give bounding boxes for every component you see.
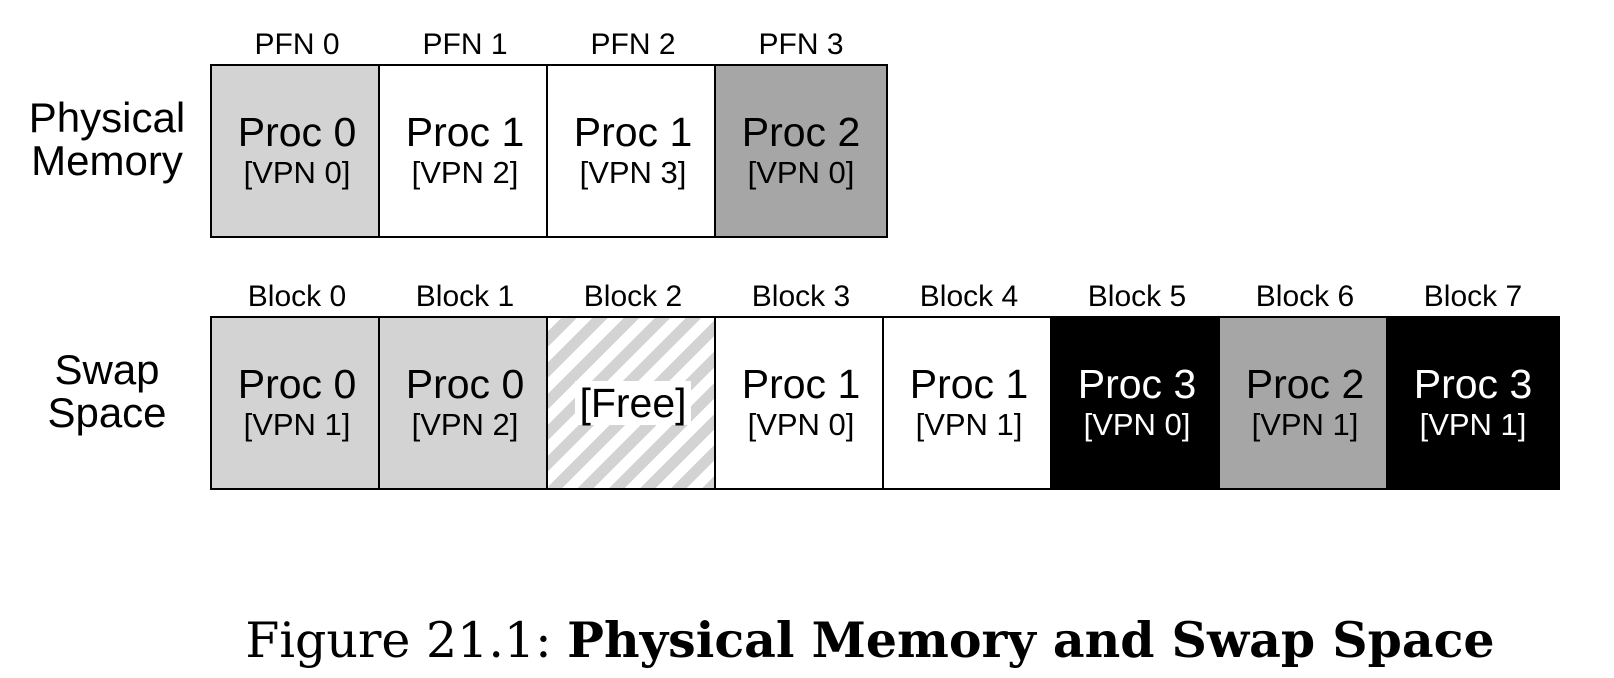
figure-caption-title: Physical Memory and Swap Space — [567, 611, 1495, 669]
pfn-0-proc: Proc 0 — [237, 109, 357, 155]
block-0-header: Block 0 — [247, 280, 347, 313]
pfn-2-vpn: [VPN 3] — [579, 155, 687, 190]
block-6-cell: Proc 2 [VPN 1] — [1218, 316, 1392, 490]
block-4-header: Block 4 — [919, 280, 1019, 313]
block-6-proc: Proc 2 — [1245, 361, 1365, 407]
block-3-header: Block 3 — [751, 280, 851, 313]
pfn-0-vpn: [VPN 0] — [243, 155, 351, 190]
block-4-cell: Proc 1 [VPN 1] — [882, 316, 1056, 490]
pfn-1-vpn: [VPN 2] — [411, 155, 519, 190]
pfn-3-proc: Proc 2 — [741, 109, 861, 155]
pfn-3-header: PFN 3 — [758, 28, 844, 61]
block-0-proc: Proc 0 — [237, 361, 357, 407]
block-1-vpn: [VPN 2] — [411, 407, 519, 442]
block-3-vpn: [VPN 0] — [747, 407, 855, 442]
block-5-proc: Proc 3 — [1077, 361, 1197, 407]
pfn-1-cell: Proc 1 [VPN 2] — [378, 64, 552, 238]
physical-memory-label: Physical Memory — [7, 96, 207, 182]
figure-caption: Figure 21.1: Physical Memory and Swap Sp… — [0, 612, 1614, 669]
pfn-2-header: PFN 2 — [590, 28, 676, 61]
block-1-header: Block 1 — [415, 280, 515, 313]
block-6-vpn: [VPN 1] — [1251, 407, 1359, 442]
swap-space-label-line2: Space — [47, 389, 167, 436]
block-5-vpn: [VPN 0] — [1083, 407, 1191, 442]
pfn-3-cell: Proc 2 [VPN 0] — [714, 64, 888, 238]
block-0-cell: Proc 0 [VPN 1] — [210, 316, 384, 490]
physical-memory-label-line2: Memory — [31, 137, 183, 184]
block-3-proc: Proc 1 — [741, 361, 861, 407]
block-5-header: Block 5 — [1087, 280, 1187, 313]
block-4-vpn: [VPN 1] — [915, 407, 1023, 442]
block-1-proc: Proc 0 — [405, 361, 525, 407]
block-1-cell: Proc 0 [VPN 2] — [378, 316, 552, 490]
block-2-header: Block 2 — [583, 280, 683, 313]
pfn-1-header: PFN 1 — [422, 28, 508, 61]
block-5-cell: Proc 3 [VPN 0] — [1050, 316, 1224, 490]
block-2-cell: [Free] — [546, 316, 720, 490]
block-7-vpn: [VPN 1] — [1419, 407, 1527, 442]
pfn-0-header: PFN 0 — [254, 28, 340, 61]
block-4-proc: Proc 1 — [909, 361, 1029, 407]
figure-caption-prefix: Figure 21.1: — [245, 612, 568, 669]
block-0-vpn: [VPN 1] — [243, 407, 351, 442]
pfn-0-cell: Proc 0 [VPN 0] — [210, 64, 384, 238]
swap-space-label: Swap Space — [7, 348, 207, 434]
pfn-3-vpn: [VPN 0] — [747, 155, 855, 190]
block-3-cell: Proc 1 [VPN 0] — [714, 316, 888, 490]
block-7-cell: Proc 3 [VPN 1] — [1386, 316, 1560, 490]
pfn-2-proc: Proc 1 — [573, 109, 693, 155]
block-7-header: Block 7 — [1423, 280, 1523, 313]
swap-space-label-line1: Swap — [54, 346, 160, 393]
block-6-header: Block 6 — [1255, 280, 1355, 313]
pfn-2-cell: Proc 1 [VPN 3] — [546, 64, 720, 238]
block-2-free: [Free] — [575, 381, 691, 425]
block-7-proc: Proc 3 — [1413, 361, 1533, 407]
pfn-1-proc: Proc 1 — [405, 109, 525, 155]
physical-memory-label-line1: Physical — [28, 94, 186, 141]
